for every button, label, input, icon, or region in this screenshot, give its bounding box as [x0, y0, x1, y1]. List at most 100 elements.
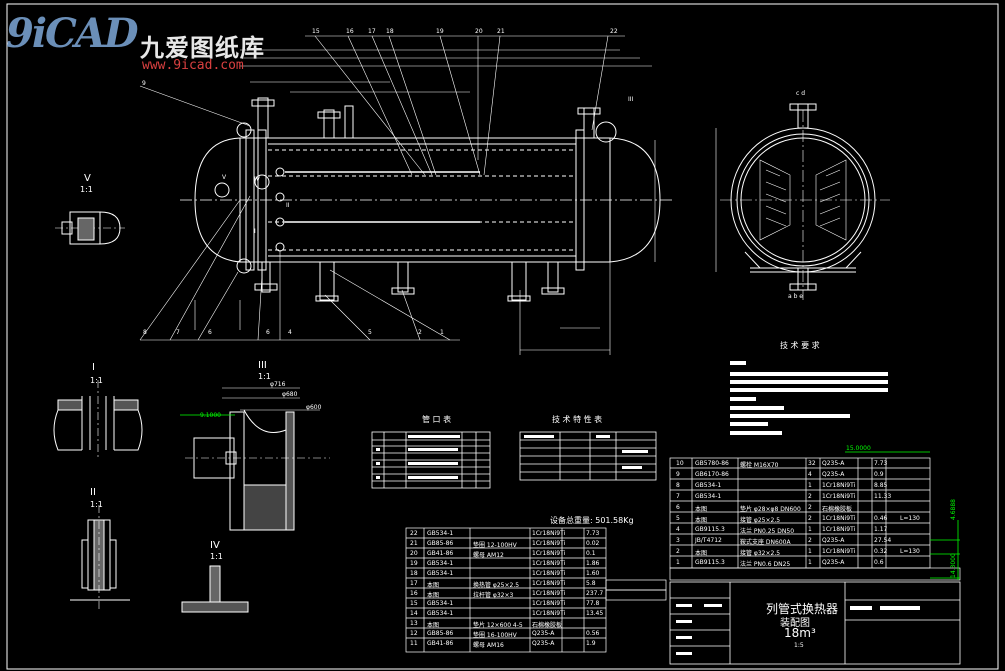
bom-left-std-cell: GB85-86: [427, 630, 454, 637]
bom-left-std-cell: GB534-1: [427, 610, 454, 617]
bom-right-std-cell: JB/T4712: [695, 537, 722, 544]
end-view-bottom-label: a b e: [788, 293, 803, 300]
callout-6a: 6: [208, 329, 212, 336]
bom-left-no-cell: 15: [410, 600, 418, 607]
bom-left-mat-cell: 1Cr18Ni9Ti: [532, 590, 566, 597]
view-iv-title: IV: [210, 540, 220, 551]
leaders-bottom: [139, 195, 460, 341]
bom-right-qty-cell: 2: [808, 493, 812, 500]
detail-view-iv: [181, 565, 249, 613]
bom-left-w-cell: 237.7: [586, 590, 604, 597]
bom-left-std-cell: GB41-86: [427, 550, 454, 557]
bom-left-no-cell: 13: [410, 620, 418, 627]
bom-right-name-cell: 鞍式支座 DN600A: [740, 539, 791, 546]
nozzle-table-title: 管 口 表: [422, 415, 452, 424]
bom-left-no-cell: 14: [410, 610, 418, 617]
title-drawing-type: 装配图: [780, 618, 810, 629]
bom-right-mat-cell: Q235-A: [822, 460, 845, 467]
bom-right-mat-cell: Q235-A: [822, 559, 845, 566]
bom-left-std-cell: 本图: [427, 582, 440, 589]
view-i-scale: 1:1: [90, 376, 103, 385]
detail-mark-i: I: [254, 228, 256, 235]
bom-right-name-cell: 接管 φ32×2.5: [740, 550, 781, 557]
detail-view-i: [53, 380, 143, 460]
callout-2: 2: [418, 329, 422, 336]
logo-url: www.9icad.com: [142, 58, 244, 73]
bom-left-mat-cell: 1Cr18Ni9Ti: [532, 530, 566, 537]
bom-left-mat-cell: 1Cr18Ni9Ti: [532, 610, 566, 617]
callout-18: 18: [386, 28, 394, 35]
leaders-top: [139, 35, 625, 176]
callout-15: 15: [312, 28, 320, 35]
end-view: [715, 103, 890, 300]
bom-right-std-cell: 本图: [695, 550, 708, 557]
main-elevation-view: [180, 49, 672, 355]
bom-right-w-cell: 7.73: [874, 460, 888, 467]
green-mark-1: 15.0000: [846, 445, 871, 452]
bom-left-no-cell: 11: [410, 640, 418, 647]
bom-left-name-cell: 垫圈 12-100HV: [473, 542, 517, 549]
bom-right-std-cell: GB9115.3: [695, 526, 725, 533]
bom-left-std-cell: GB534-1: [427, 560, 454, 567]
view-iii-title: III: [258, 360, 267, 371]
view-ii-title: II: [90, 487, 96, 498]
bom-right-note-cell: L=130: [900, 548, 920, 555]
bom-right-name-cell: 法兰 PN0.25 DN50: [740, 528, 795, 535]
bom-right-qty-cell: 4: [808, 471, 812, 478]
bom-left-no-cell: 17: [410, 580, 418, 587]
bom-right-no-cell: 8: [676, 482, 680, 489]
detail-view-v: [55, 211, 125, 245]
callout-21: 21: [497, 28, 505, 35]
bom-left-name-cell: 垫圈 16-100HV: [473, 632, 517, 639]
bom-right-mat-cell: Q235-A: [822, 471, 845, 478]
bom-right-qty-cell: 2: [808, 504, 812, 511]
view-i-title: I: [92, 362, 95, 373]
bom-right-no-cell: 1: [676, 559, 680, 566]
bom-left-mat-cell: Q235-A: [532, 630, 555, 637]
bom-right-std-cell: GB534-1: [695, 482, 722, 489]
callout-20: 20: [475, 28, 483, 35]
bom-left-no-cell: 16: [410, 590, 418, 597]
bom-right-no-cell: 6: [676, 504, 680, 511]
detail-mark-iii: III: [628, 96, 634, 103]
detail-view-iii: [180, 387, 330, 531]
view-iii-scale: 1:1: [258, 372, 271, 381]
title-scale: 1:5: [794, 642, 804, 649]
callout-1: 1: [440, 329, 444, 336]
bom-left-std-cell: GB534-1: [427, 600, 454, 607]
site-logo[interactable]: 9iCAD 九爱图纸库 www.9icad.com: [6, 6, 306, 76]
bom-right-name-cell: 接管 φ25×2.5: [740, 517, 781, 524]
bom-left-w-cell: 13.45: [586, 610, 604, 617]
bom-left-mat-cell: 1Cr18Ni9Ti: [532, 580, 566, 587]
bom-left-std-cell: 本图: [427, 622, 440, 629]
bom-left-std-cell: GB534-1: [427, 530, 454, 537]
green-mark-2: 4.6888: [950, 499, 957, 520]
callout-5: 5: [368, 329, 372, 336]
bom-right-grid: [669, 457, 961, 581]
bom-left-name-cell: 螺母 AM12: [473, 552, 504, 559]
bom-right-no-cell: 7: [676, 493, 680, 500]
bom-right-std-cell: 本图: [695, 517, 708, 524]
bom-right-qty-cell: 2: [808, 537, 812, 544]
bom-left-w-cell: 5.8: [586, 580, 596, 587]
view-iii-dim-3: φ600: [306, 404, 322, 411]
bom-left-name-cell: 垫片 12×600 4-5: [473, 622, 523, 629]
bom-left-mat-cell: Q235-A: [532, 640, 555, 647]
end-view-top-label: c d: [796, 90, 806, 97]
bom-right-mat-cell: 1Cr18Ni9Ti: [822, 548, 856, 555]
callout-16: 16: [346, 28, 354, 35]
bom-right-w-cell: 27.54: [874, 537, 892, 544]
drawing-border: [6, 3, 999, 670]
callout-7: 7: [176, 329, 180, 336]
bom-right-std-cell: GB5780-86: [695, 460, 729, 467]
detail-view-ii: [70, 505, 130, 612]
bom-right-name-cell: 螺栓 M16X70: [740, 462, 779, 469]
bom-left-mat-cell: 1Cr18Ni9Ti: [532, 540, 566, 547]
bom-right-qty-cell: 1: [808, 482, 812, 489]
callout-5a: 6: [266, 329, 270, 336]
bom-right-std-cell: GB6170-86: [695, 471, 729, 478]
bom-left-mat-cell: 1Cr18Ni9Ti: [532, 560, 566, 567]
bom-right-qty-cell: 1: [808, 559, 812, 566]
callout-8: 8: [143, 329, 147, 336]
